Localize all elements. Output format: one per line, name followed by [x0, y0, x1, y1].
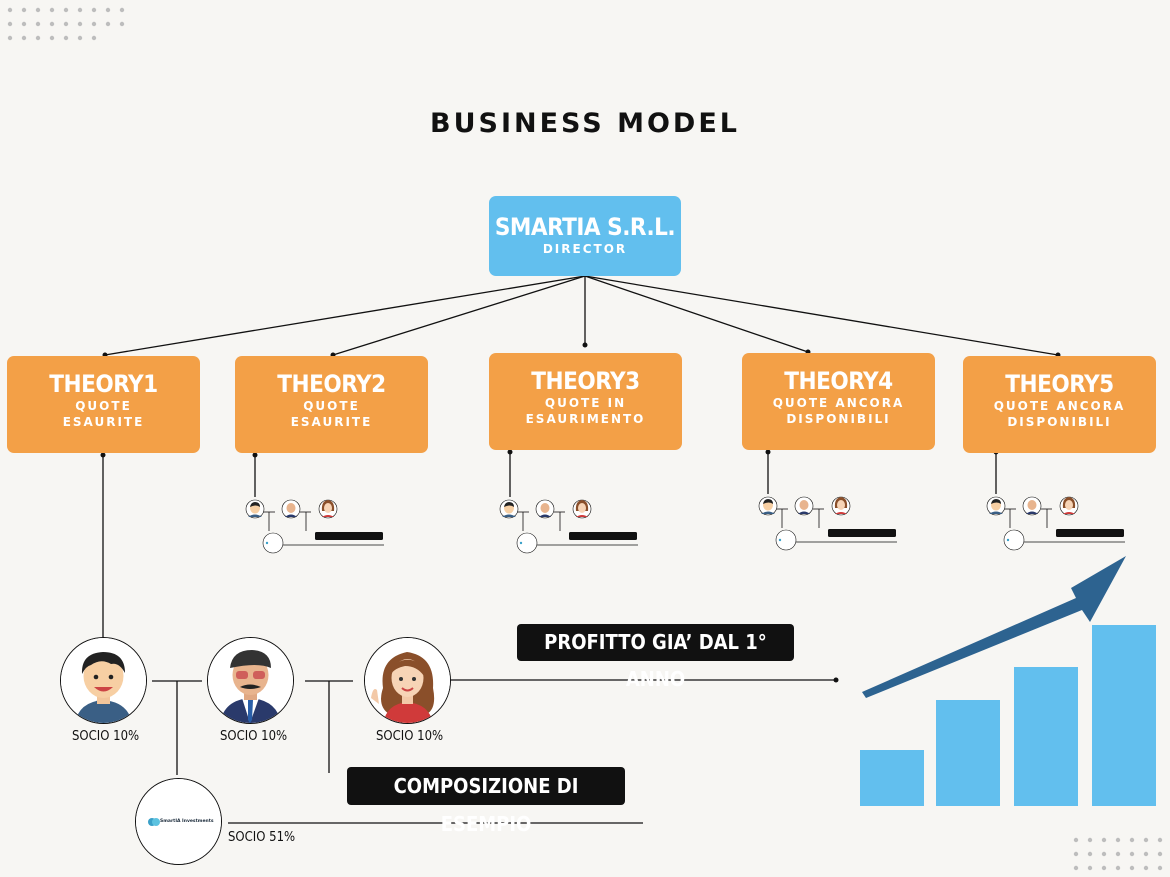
theory-name: THEORY5: [1005, 370, 1114, 398]
decor-dot: [35, 21, 41, 27]
decor-dot: [49, 7, 55, 13]
profit-label: PROFITTO GIA’ DAL 1° ANNO: [517, 624, 794, 691]
decor-dot: [1143, 837, 1149, 843]
decor-dot: [63, 21, 69, 27]
socio-label-1: SOCIO 10%: [72, 729, 140, 744]
theory-box-3: THEORY3 QUOTE IN ESAURIMENTO: [489, 353, 682, 450]
decor-dot: [1101, 851, 1107, 857]
decor-dot: [49, 35, 55, 41]
decor-dot: [77, 35, 83, 41]
decor-dot: [1157, 865, 1163, 871]
theory-box-4: THEORY4 QUOTE ANCORA DISPONIBILI: [742, 353, 935, 450]
decor-dot: [1073, 865, 1079, 871]
decor-dot: [1129, 865, 1135, 871]
decor-dot: [105, 21, 111, 27]
decor-dot: [21, 35, 27, 41]
up-right-arrow-icon: [862, 556, 1126, 698]
director-role: DIRECTOR: [542, 242, 628, 256]
decor-dot: [1115, 851, 1121, 857]
decor-dot: [119, 7, 125, 13]
decor-dot: [1087, 837, 1093, 843]
decor-dot: [1129, 837, 1135, 843]
theory-status-line1: QUOTE: [303, 399, 360, 413]
decor-dot: [7, 35, 13, 41]
director-name: SMARTIA S.R.L.: [494, 213, 676, 241]
mini-composition-theory5: [985, 494, 1130, 552]
theory-status-line1: QUOTE IN: [544, 396, 627, 410]
decor-dot: [1157, 851, 1163, 857]
avatar-man-glasses: [207, 637, 294, 724]
decor-dot: [1143, 851, 1149, 857]
director-box: SMARTIA S.R.L. DIRECTOR: [489, 196, 681, 276]
decor-dot: [1087, 865, 1093, 871]
decor-dot: [1157, 837, 1163, 843]
mini-composition-graphic: [758, 496, 897, 551]
decor-dot: [119, 21, 125, 27]
growth-bar-1: [860, 750, 924, 806]
mini-composition-graphic: [986, 496, 1125, 551]
theory-box-5: THEORY5 QUOTE ANCORA DISPONIBILI: [963, 356, 1156, 453]
decor-dot: [21, 21, 27, 27]
decor-dot: [77, 21, 83, 27]
decor-dot: [77, 7, 83, 13]
theory-status-line2: ESAURITE: [290, 415, 373, 429]
decor-dot: [1073, 851, 1079, 857]
growth-bar-3: [1014, 667, 1078, 806]
decor-dot: [1115, 837, 1121, 843]
decor-dot: [91, 35, 97, 41]
company-logo-circle: SmartIA Investments: [135, 778, 222, 865]
decor-dot: [21, 7, 27, 13]
decor-dot: [35, 35, 41, 41]
decor-dot: [105, 7, 111, 13]
company-logo-text: SmartIA Investments: [160, 819, 214, 824]
socio-label-3: SOCIO 10%: [376, 729, 444, 744]
theory-box-2: THEORY2 QUOTE ESAURITE: [235, 356, 428, 453]
decor-dot: [1115, 865, 1121, 871]
company-logo-icon: [136, 779, 221, 864]
socio-label-main: SOCIO 51%: [228, 830, 296, 845]
mini-composition-graphic: [245, 499, 384, 554]
avatar-boy: [60, 637, 147, 724]
composition-label: COMPOSIZIONE DI ESEMPIO: [347, 767, 625, 836]
decor-dot: [1143, 865, 1149, 871]
theory-status-line2: ESAURIMENTO: [525, 412, 646, 426]
theory-status-line2: DISPONIBILI: [1007, 415, 1112, 429]
theory-status-line1: QUOTE ANCORA: [993, 399, 1126, 413]
page-title: BUSINESS MODEL: [430, 108, 740, 139]
theory-status-line1: QUOTE: [75, 399, 132, 413]
mini-composition-graphic: [499, 499, 638, 554]
decor-dot: [7, 7, 13, 13]
decor-dot: [1073, 837, 1079, 843]
theory-status-line1: QUOTE ANCORA: [772, 396, 905, 410]
decor-dot: [35, 7, 41, 13]
theory-status-line2: ESAURITE: [62, 415, 145, 429]
decor-dot: [1129, 851, 1135, 857]
decor-dot: [91, 21, 97, 27]
theory-name: THEORY2: [277, 370, 386, 398]
decor-dot: [1101, 837, 1107, 843]
decor-dot: [7, 21, 13, 27]
theory-name: THEORY4: [784, 367, 893, 395]
decor-dot: [49, 21, 55, 27]
decor-dot: [1087, 851, 1093, 857]
decor-dot: [63, 7, 69, 13]
theory-name: THEORY3: [531, 367, 640, 395]
decor-dot: [63, 35, 69, 41]
mini-composition-theory2: [244, 497, 389, 555]
growth-bar-2: [936, 700, 1000, 806]
theory-box-1: THEORY1 QUOTE ESAURITE: [7, 356, 200, 453]
growth-bar-4: [1092, 625, 1156, 806]
avatar-woman: [364, 637, 451, 724]
decor-dot: [1101, 865, 1107, 871]
mini-composition-theory3: [498, 497, 643, 555]
theory-name: THEORY1: [49, 370, 158, 398]
theory-status-line2: DISPONIBILI: [786, 412, 891, 426]
socio-label-2: SOCIO 10%: [220, 729, 288, 744]
decor-dot: [91, 7, 97, 13]
mini-composition-theory4: [757, 494, 902, 552]
